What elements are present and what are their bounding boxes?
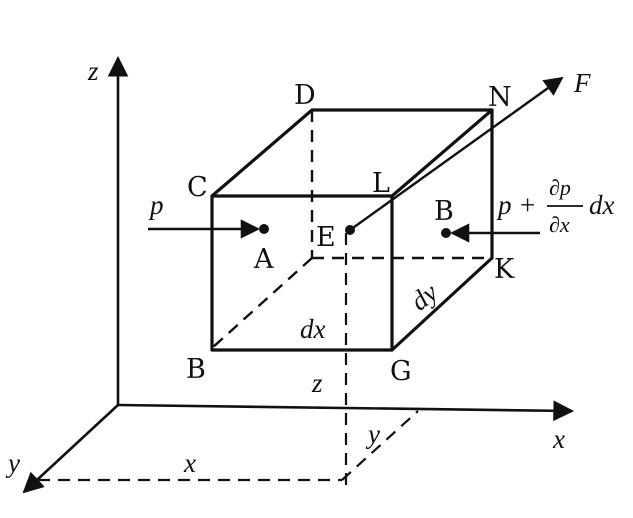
point-A-label: A [253,244,274,275]
force-F-vector [349,76,564,231]
z-base-label: z [311,368,323,398]
y-axis [22,404,119,494]
pressure-right-dx: dx [589,190,615,220]
dx-label: dx [300,314,326,344]
x-axis [117,400,575,422]
y-axis-label: y [5,448,20,478]
point-A-dot [259,224,269,234]
y-base-label: y [365,419,380,449]
vertex-L-label: L [372,168,390,199]
pressure-left-label: p [148,190,164,220]
force-F-label: F [573,68,591,98]
x-base-label: x [183,448,196,478]
point-E-dot [345,225,355,235]
dy-label: dy [405,277,444,316]
y-projection-line [341,410,419,481]
point-B-right-label: B [434,196,454,227]
vertex-N-label: N [488,82,512,113]
pressure-right-denominator: ∂x [549,212,570,237]
pressure-right-p: p + [496,190,536,220]
right-face-edges [390,108,494,352]
top-face-edges [210,108,494,198]
vertex-B-label: B [186,354,206,385]
x-axis-label: x [552,424,565,454]
vertex-E-label: E [316,222,336,253]
vertex-K-label: K [494,254,515,285]
pressure-right-numerator: ∂p [549,175,571,200]
vertex-C-label: C [187,172,208,203]
vertex-D-label: D [294,80,316,111]
z-axis-label: z [87,56,99,86]
hidden-edge-E-B [211,257,313,349]
point-B-right-dot [441,228,451,238]
vertex-G-label: G [390,356,412,387]
